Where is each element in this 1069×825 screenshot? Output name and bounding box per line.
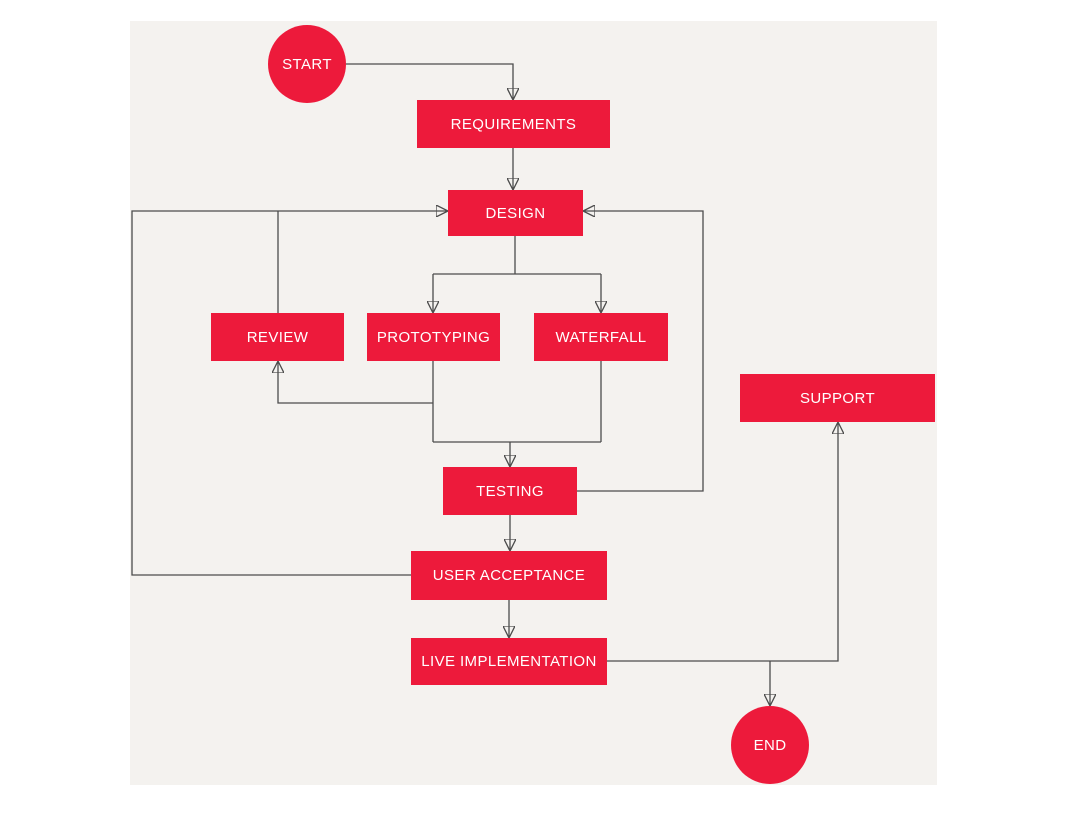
node-prototyping[interactable]: PROTOTYPING: [367, 313, 500, 361]
node-requirements-label: REQUIREMENTS: [450, 115, 577, 133]
node-end[interactable]: END: [731, 706, 809, 784]
node-prototyping-label: PROTOTYPING: [376, 328, 491, 346]
node-design[interactable]: DESIGN: [448, 190, 583, 236]
node-requirements[interactable]: REQUIREMENTS: [417, 100, 610, 148]
node-user-acceptance[interactable]: USER ACCEPTANCE: [411, 551, 607, 600]
node-support-label: SUPPORT: [799, 389, 876, 407]
node-testing-label: TESTING: [476, 482, 544, 500]
node-design-label: DESIGN: [485, 204, 546, 222]
node-start[interactable]: START: [268, 25, 346, 103]
node-review-label: REVIEW: [246, 328, 309, 346]
node-testing[interactable]: TESTING: [443, 467, 577, 515]
node-review[interactable]: REVIEW: [211, 313, 344, 361]
node-live-implementation-label: LIVE IMPLEMENTATION: [421, 653, 597, 670]
node-live-implementation[interactable]: LIVE IMPLEMENTATION: [411, 638, 607, 685]
node-end-label: END: [753, 736, 787, 754]
node-waterfall-label: WATERFALL: [555, 328, 647, 346]
node-start-label: START: [282, 55, 332, 73]
node-support[interactable]: SUPPORT: [740, 374, 935, 422]
node-waterfall[interactable]: WATERFALL: [534, 313, 668, 361]
node-user-acceptance-label: USER ACCEPTANCE: [432, 567, 586, 584]
